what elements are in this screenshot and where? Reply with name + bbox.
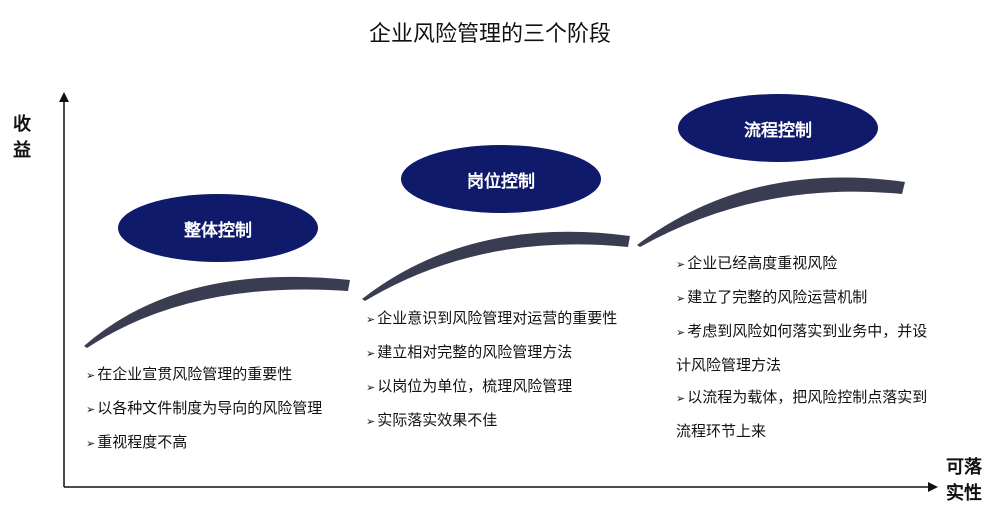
bullet-item: ➢在企业宣贯风险管理的重要性 [86, 365, 293, 383]
y-axis-label: 收益 [13, 114, 31, 161]
bullet-item: ➢以流程为载体，把风险控制点落实到流程环节上来 [676, 388, 928, 440]
bullet-arrow-icon: ➢ [86, 437, 96, 450]
diagram-title: 企业风险管理的三个阶段 [368, 22, 611, 47]
stage-ellipse-2 [401, 145, 601, 213]
bullet-arrow-icon: ➢ [676, 392, 686, 405]
bullet-arrow-icon: ➢ [366, 347, 376, 360]
bullet-item: ➢以岗位为单位，梳理风险管理 [366, 377, 573, 395]
bullet-arrow-icon: ➢ [676, 326, 686, 339]
bullet-arrow-icon: ➢ [366, 415, 376, 428]
stage-3-bullets: ➢企业已经高度重视风险 ➢建立了完整的风险运营机制 ➢考虑到风险如何落实到业务中… [676, 247, 936, 447]
bullet-arrow-icon: ➢ [86, 369, 96, 382]
bullet-arrow-icon: ➢ [366, 313, 376, 326]
bullet-arrow-icon: ➢ [676, 258, 686, 271]
x-axis-label: 可落实性 [946, 457, 982, 504]
bullet-item: ➢建立了完整的风险运营机制 [676, 288, 868, 306]
stage-arc-1 [84, 276, 350, 348]
stage-arc-2 [362, 231, 630, 301]
bullet-item: ➢建立相对完整的风险管理方法 [366, 343, 573, 361]
bullet-item: ➢以各种文件制度为导向的风险管理 [86, 399, 323, 417]
stage-arc-3 [637, 177, 905, 247]
stage-2-bullets: ➢企业意识到风险管理对运营的重要性 ➢建立相对完整的风险管理方法 ➢以岗位为单位… [366, 302, 636, 438]
stage-ellipse-3 [678, 94, 878, 162]
stage-1-bullets: ➢在企业宣贯风险管理的重要性 ➢以各种文件制度为导向的风险管理 ➢重视程度不高 [86, 358, 348, 460]
bullet-item: ➢考虑到风险如何落实到业务中，并设计风险管理方法 [676, 322, 928, 374]
bullet-arrow-icon: ➢ [676, 292, 686, 305]
bullet-item: ➢企业意识到风险管理对运营的重要性 [366, 309, 618, 327]
bullet-item: ➢重视程度不高 [86, 433, 188, 451]
bullet-item: ➢企业已经高度重视风险 [676, 254, 838, 272]
stage-ellipse-1 [118, 194, 318, 262]
bullet-arrow-icon: ➢ [86, 403, 96, 416]
bullet-item: ➢实际落实效果不佳 [366, 411, 498, 429]
bullet-arrow-icon: ➢ [366, 381, 376, 394]
